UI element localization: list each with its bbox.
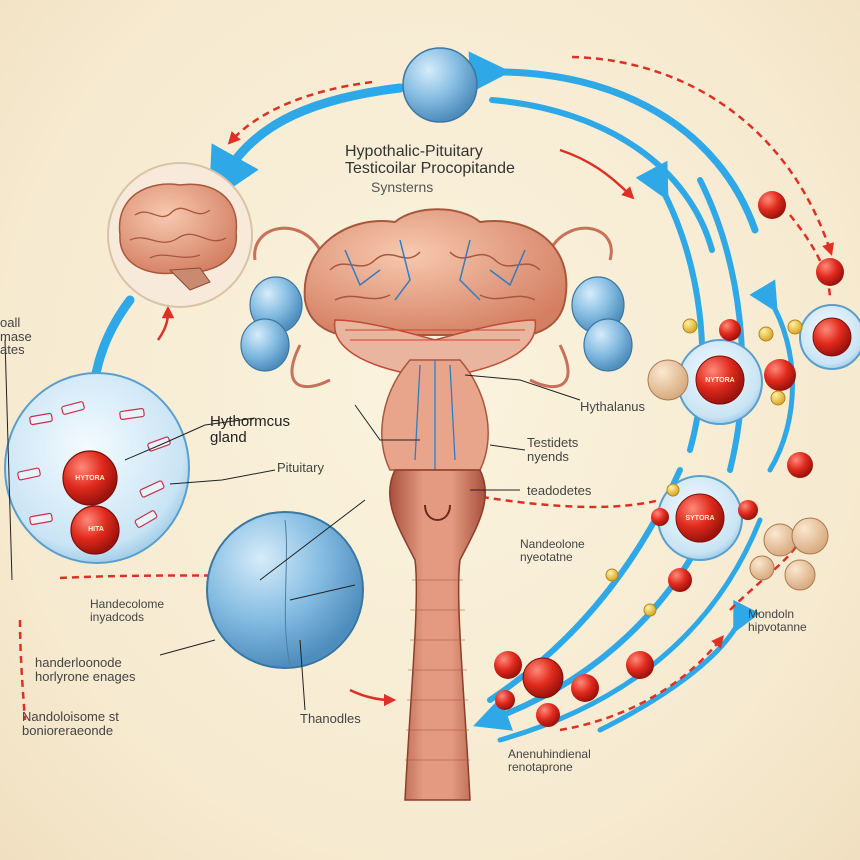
right-lower-gland bbox=[583, 318, 633, 372]
brain-vignette bbox=[107, 162, 253, 308]
central-anatomy bbox=[240, 208, 633, 801]
title-line: Hypothalic-Pituitary bbox=[345, 143, 483, 160]
label-thanodes: Thanodles bbox=[300, 711, 361, 726]
label-teadodetes: teadodetes bbox=[527, 483, 592, 498]
label-hythalanus: Hythalanus bbox=[580, 399, 646, 414]
left-lower-gland bbox=[240, 318, 290, 372]
large-gland-sphere bbox=[206, 511, 364, 669]
label-pituitary: Pituitary bbox=[277, 460, 324, 475]
top-gland-sphere bbox=[402, 47, 478, 123]
title-line: Testicoilar Procopitande bbox=[345, 159, 515, 177]
left-cell bbox=[4, 372, 190, 564]
title-line: Synsterns bbox=[371, 178, 434, 195]
hormone-cluster bbox=[494, 191, 860, 727]
leader-lines bbox=[4, 339, 581, 711]
diagram-title: Hypothalic-Pituitary Testicoilar Procopi… bbox=[345, 143, 515, 195]
